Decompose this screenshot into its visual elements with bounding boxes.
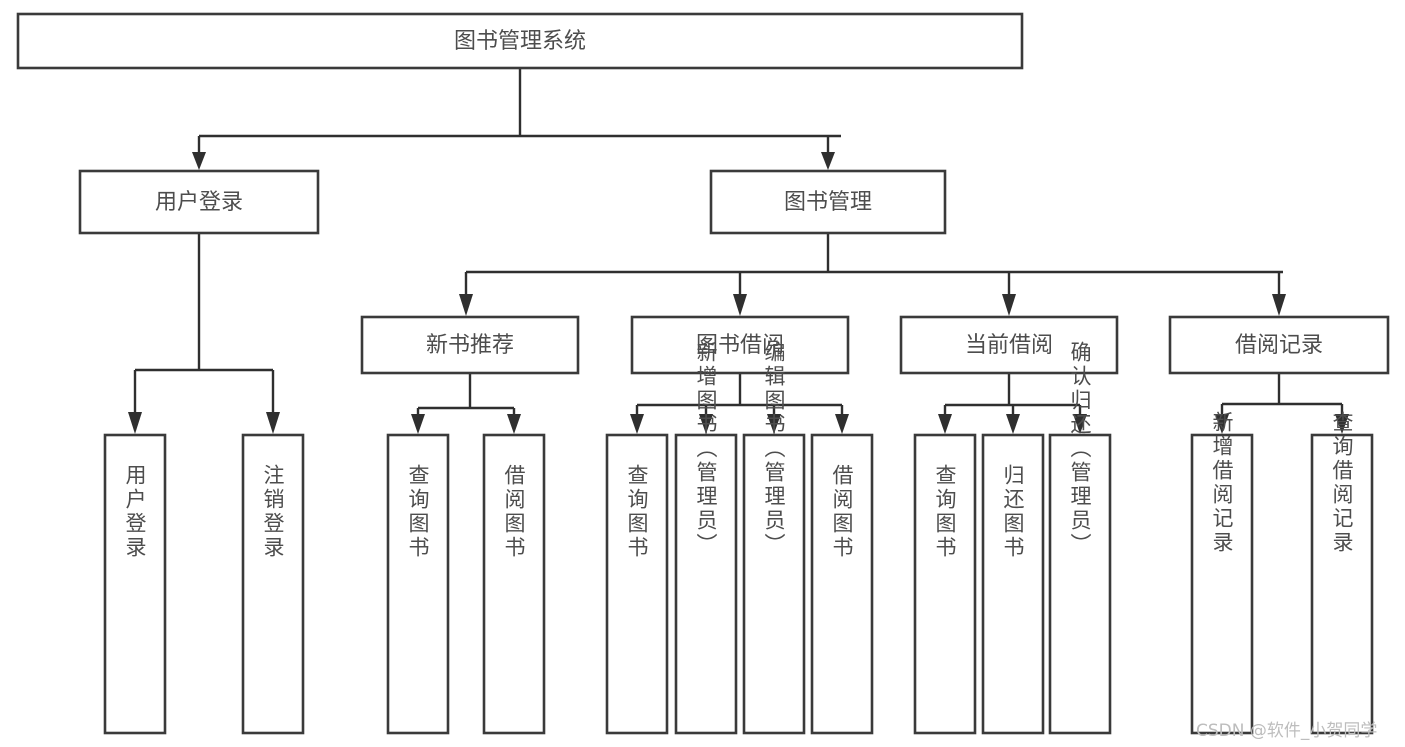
node-leaf-borrow-book-2[interactable]: 借阅图书: [810, 433, 874, 735]
leaf-add-record-label: 新增借阅记录: [1210, 411, 1234, 555]
leaf-edit-book-label: 编辑图书（管理员）: [762, 341, 786, 557]
arrowhead-leaf-query-record: [1335, 414, 1349, 434]
leaf-confirm-return-label: 确认归还（管理员）: [1068, 341, 1092, 557]
leaf-user-logout-box[interactable]: [241, 433, 305, 735]
leaf-user-login-label: 用户登录: [123, 464, 147, 560]
arrowhead-user-login: [192, 152, 206, 170]
arrowhead-leaf-borrow-book-1: [507, 414, 521, 434]
node-root[interactable]: 图书管理系统: [16, 12, 1024, 70]
node-leaf-return-book[interactable]: 归还图书: [981, 433, 1045, 735]
arrowhead-leaf-user-logout: [266, 412, 280, 434]
borrow-record-box[interactable]: [1168, 315, 1390, 375]
node-leaf-add-record[interactable]: 新增借阅记录: [1190, 411, 1254, 735]
node-user-login[interactable]: 用户登录: [78, 169, 320, 235]
node-book-borrow[interactable]: 图书借阅: [630, 315, 850, 375]
root-label: 图书管理系统: [454, 29, 586, 54]
leaf-query-book-1-label: 查询图书: [406, 464, 430, 560]
arrowhead-leaf-return-book: [1006, 414, 1020, 434]
leaf-return-book-box[interactable]: [981, 433, 1045, 735]
book-borrow-box[interactable]: [630, 315, 850, 375]
arrowhead-leaf-add-book: [699, 414, 713, 434]
arrowhead-new-book-recommend: [459, 294, 473, 316]
current-borrow-label: 当前借阅: [965, 333, 1053, 358]
arrowhead-leaf-user-login: [128, 412, 142, 434]
arrowhead-leaf-edit-book: [767, 414, 781, 434]
node-leaf-user-login[interactable]: 用户登录: [103, 433, 167, 735]
leaf-borrow-book-1-label: 借阅图书: [502, 464, 526, 560]
arrowhead-leaf-query-book-2: [630, 414, 644, 434]
user-login-label: 用户登录: [155, 190, 243, 215]
leaf-add-book-label: 新增图书（管理员）: [694, 341, 718, 557]
leaf-confirm-return-box[interactable]: [1048, 433, 1112, 735]
leaf-query-book-3-box[interactable]: [913, 433, 977, 735]
node-new-book-recommend[interactable]: 新书推荐: [360, 315, 580, 375]
node-leaf-query-book-1[interactable]: 查询图书: [386, 433, 450, 735]
arrowhead-leaf-add-record: [1215, 414, 1229, 434]
node-borrow-record[interactable]: 借阅记录: [1168, 315, 1390, 375]
arrowhead-leaf-borrow-book-2: [835, 414, 849, 434]
book-borrow-label: 图书借阅: [696, 333, 784, 358]
leaf-return-book-label: 归还图书: [1001, 464, 1025, 560]
user-login-box[interactable]: [78, 169, 320, 235]
node-leaf-edit-book[interactable]: 编辑图书（管理员）: [742, 341, 806, 735]
node-leaf-borrow-book-1[interactable]: 借阅图书: [482, 433, 546, 735]
leaf-user-logout-label: 注销登录: [261, 464, 285, 560]
node-leaf-confirm-return[interactable]: 确认归还（管理员）: [1048, 341, 1112, 735]
node-current-borrow[interactable]: 当前借阅: [899, 315, 1119, 375]
leaf-add-book-box[interactable]: [674, 433, 738, 735]
node-leaf-query-book-3[interactable]: 查询图书: [913, 433, 977, 735]
node-leaf-query-book-2[interactable]: 查询图书: [605, 433, 669, 735]
leaf-edit-book-box[interactable]: [742, 433, 806, 735]
book-manage-box[interactable]: [709, 169, 947, 235]
arrowhead-borrow-record: [1272, 294, 1286, 316]
root-box[interactable]: [16, 12, 1024, 70]
leaf-query-record-label: 查询借阅记录: [1330, 411, 1354, 555]
node-leaf-user-logout[interactable]: 注销登录: [241, 433, 305, 735]
arrowhead-book-borrow: [733, 294, 747, 316]
node-leaf-add-book[interactable]: 新增图书（管理员）: [674, 341, 738, 735]
current-borrow-box[interactable]: [899, 315, 1119, 375]
leaf-query-book-2-label: 查询图书: [625, 464, 649, 560]
connector-layer: [128, 68, 1349, 434]
arrowhead-leaf-query-book-3: [938, 414, 952, 434]
leaf-query-book-3-label: 查询图书: [933, 464, 957, 560]
new-book-recommend-box[interactable]: [360, 315, 580, 375]
leaf-query-record-box[interactable]: [1310, 433, 1374, 735]
leaf-borrow-book-2-label: 借阅图书: [830, 464, 854, 560]
leaf-query-book-2-box[interactable]: [605, 433, 669, 735]
book-manage-label: 图书管理: [784, 190, 872, 215]
arrowhead-leaf-query-book-1: [411, 414, 425, 434]
leaf-user-login-box[interactable]: [103, 433, 167, 735]
arrowhead-leaf-confirm-return: [1073, 414, 1087, 434]
csdn-watermark: CSDN @软件_小贺同学: [1196, 721, 1377, 741]
node-leaf-query-record[interactable]: 查询借阅记录: [1310, 411, 1374, 735]
leaf-borrow-book-1-box[interactable]: [482, 433, 546, 735]
arrowhead-book-manage: [821, 152, 835, 170]
leaf-add-record-box[interactable]: [1190, 433, 1254, 735]
new-book-recommend-label: 新书推荐: [426, 333, 514, 358]
arrowhead-current-borrow: [1002, 294, 1016, 316]
leaf-borrow-book-2-box[interactable]: [810, 433, 874, 735]
node-book-manage[interactable]: 图书管理: [709, 169, 947, 235]
leaf-query-book-1-box[interactable]: [386, 433, 450, 735]
borrow-record-label: 借阅记录: [1235, 333, 1323, 358]
